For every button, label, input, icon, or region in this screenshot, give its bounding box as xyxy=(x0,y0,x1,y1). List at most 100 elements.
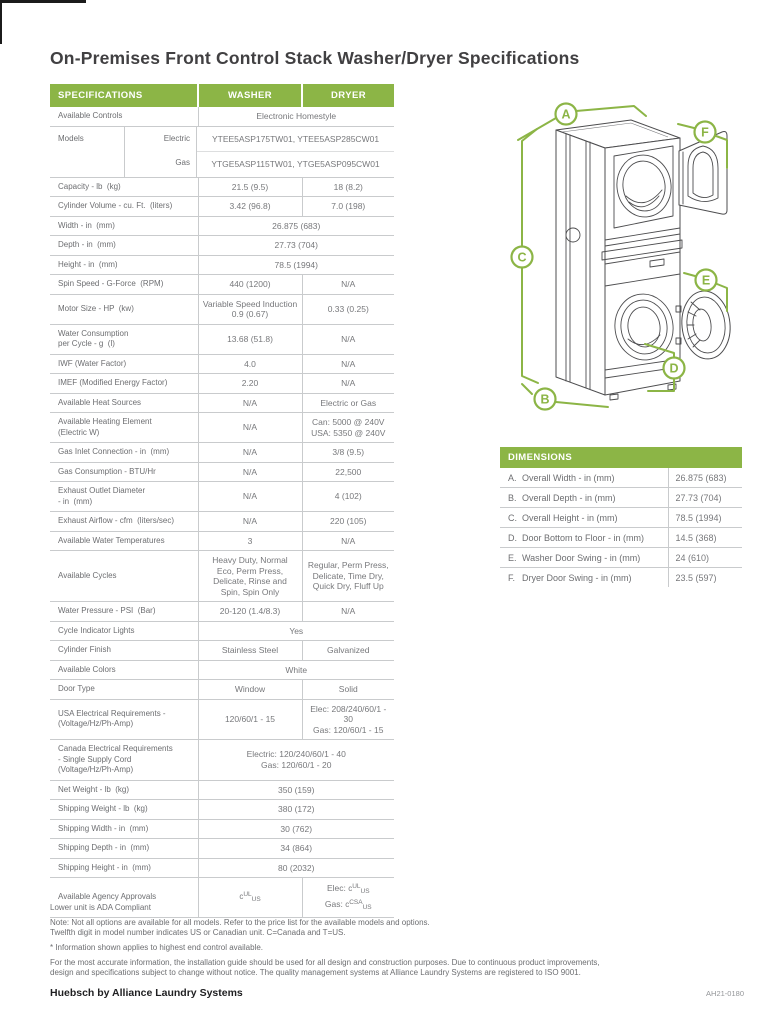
spec-value-washer: 120/60/1 - 15 xyxy=(198,698,302,740)
spec-value-washer: 13.68 (51.8) xyxy=(198,323,302,354)
spec-label: IWF (Water Factor) xyxy=(50,353,199,374)
spec-label: Gas Inlet Connection - in (mm) xyxy=(50,442,199,462)
spec-value-dryer: 18 (8.2) xyxy=(301,176,394,197)
specifications-table: SPECIFICATIONS WASHER DRYER Available Co… xyxy=(50,84,394,918)
spec-value-washer: Stainless Steel xyxy=(198,640,302,660)
callout-d-badge xyxy=(662,356,686,380)
spec-value-dryer: Galvanized xyxy=(301,640,394,660)
spec-label: Exhaust Airflow - cfm (liters/sec) xyxy=(50,511,199,531)
spec-label: Gas Consumption - BTU/Hr xyxy=(50,461,199,482)
dimension-value: 26.875 (683) xyxy=(667,468,742,488)
spec-row: Net Weight - lb (kg)350 (159) xyxy=(50,779,394,800)
spec-label: Depth - in (mm) xyxy=(50,235,199,255)
spec-label: Motor Size - HP (kw) xyxy=(50,293,199,324)
spec-value-span: 27.73 (704) xyxy=(198,235,394,255)
spec-value-span: Yes xyxy=(198,620,394,641)
washer-door-hinge-bottom xyxy=(675,337,682,345)
spec-value-washer: N/A xyxy=(198,511,302,531)
page-title-suffix: Specifications xyxy=(452,48,580,68)
spec-value-span: 80 (2032) xyxy=(198,857,394,878)
spec-label: Shipping Width - in (mm) xyxy=(50,818,199,839)
spec-value-washer: Heavy Duty, Normal Eco, Perm Press, Deli… xyxy=(198,550,302,602)
note-ada: Lower unit is ADA Compliant xyxy=(50,903,151,912)
dimension-row: D.Door Bottom to Floor - in (mm)14.5 (36… xyxy=(500,527,742,548)
spec-label: IMEF (Modified Energy Factor) xyxy=(50,373,199,393)
spec-label: Net Weight - lb (kg) xyxy=(50,779,199,800)
note-accuracy: For the most accurate information, the i… xyxy=(50,958,600,977)
spec-row: Shipping Depth - in (mm)34 (864) xyxy=(50,838,394,858)
spec-row: Width - in (mm)26.875 (683) xyxy=(50,215,394,236)
spec-value-span: 350 (159) xyxy=(198,779,394,800)
spec-label: Exhaust Outlet Diameter - in (mm) xyxy=(50,481,199,512)
spec-row: Canada Electrical Requirements - Single … xyxy=(50,739,394,780)
agency-mark-c: c xyxy=(239,891,244,901)
callout-f-badge xyxy=(693,120,717,144)
page-title-prefix: On-Premises xyxy=(50,48,166,68)
washer-control-band xyxy=(604,251,681,287)
spec-value-washer: 3.42 (96.8) xyxy=(198,196,302,216)
spec-value-washer: N/A xyxy=(198,442,302,462)
spec-value-span: White xyxy=(198,659,394,680)
spec-label: Water Consumption per Cycle - g (l) xyxy=(50,323,199,354)
callout-f-letter: F xyxy=(701,126,709,140)
spec-row: Water Consumption per Cycle - g (l)13.68… xyxy=(50,323,394,354)
dimension-key: A. xyxy=(508,472,517,483)
spec-value-dryer: 4 (102) xyxy=(301,481,394,512)
callout-c-badge xyxy=(510,245,534,269)
spec-value-washer: 21.5 (9.5) xyxy=(198,176,302,197)
spec-row: Depth - in (mm)27.73 (704) xyxy=(50,235,394,255)
cabinet-front-face xyxy=(604,137,681,396)
spec-value-dryer: Solid xyxy=(301,679,394,699)
callout-e-leader xyxy=(683,272,696,277)
spec-value-dryer: N/A xyxy=(301,323,394,354)
dimension-row: A. Overall Width - in (mm) 26.875 (683) xyxy=(500,468,742,488)
spec-value-span: 34 (864) xyxy=(198,838,394,858)
spec-label: Width - in (mm) xyxy=(50,215,199,236)
washer-door-hinge-top xyxy=(675,305,682,313)
spec-value-span: Electronic Homestyle xyxy=(256,111,337,121)
spec-label: Available Water Temperatures xyxy=(50,530,199,551)
spec-value-span: 30 (762) xyxy=(198,818,394,839)
spec-value-span: Electric: 120/240/60/1 - 40 Gas: 120/60/… xyxy=(198,739,394,780)
spec-value-washer: Window xyxy=(198,679,302,699)
spec-row: Motor Size - HP (kw)Variable Speed Induc… xyxy=(50,293,394,324)
cabinet-left-face xyxy=(555,129,606,396)
spec-label: Door Type xyxy=(50,679,199,699)
callout-b-letter: B xyxy=(540,393,549,407)
brand-name: Huebsch by Alliance Laundry Systems xyxy=(50,987,243,999)
spec-label: Cylinder Volume - cu. Ft. (liters) xyxy=(50,196,199,216)
callout-a-letter: A xyxy=(561,108,570,122)
spec-label: Water Pressure - PSI (Bar) xyxy=(50,601,199,621)
dimension-label: Overall Width - in (mm) xyxy=(522,472,615,483)
dimension-row: C.Overall Height - in (mm)78.5 (1994) xyxy=(500,507,742,528)
spec-value-dryer: 3/8 (9.5) xyxy=(301,442,394,462)
document-number: AH21-0180 xyxy=(706,989,744,998)
spec-value-dryer: Regular, Perm Press, Delicate, Time Dry,… xyxy=(301,550,394,602)
footnotes: Lower unit is ADA Compliant Note: Not al… xyxy=(50,903,750,983)
dimension-key: B. xyxy=(500,487,522,508)
spec-label: Capacity - lb (kg) xyxy=(50,176,199,197)
dimension-value: 14.5 (368) xyxy=(667,527,742,548)
spec-value-washer: cULUS xyxy=(198,877,302,918)
dimensions-header: DIMENSIONS xyxy=(500,447,742,468)
spec-label: USA Electrical Requirements - (Voltage/H… xyxy=(50,698,199,740)
page-title: On-Premises Front Control Stack Washer/D… xyxy=(50,48,580,69)
callout-c-leader xyxy=(521,128,538,247)
spec-value-washer: N/A xyxy=(198,412,302,443)
dimension-label: Door Bottom to Floor - in (mm) xyxy=(522,527,668,548)
dimensions-table: A. Overall Width - in (mm) 26.875 (683)B.O… xyxy=(500,468,742,587)
